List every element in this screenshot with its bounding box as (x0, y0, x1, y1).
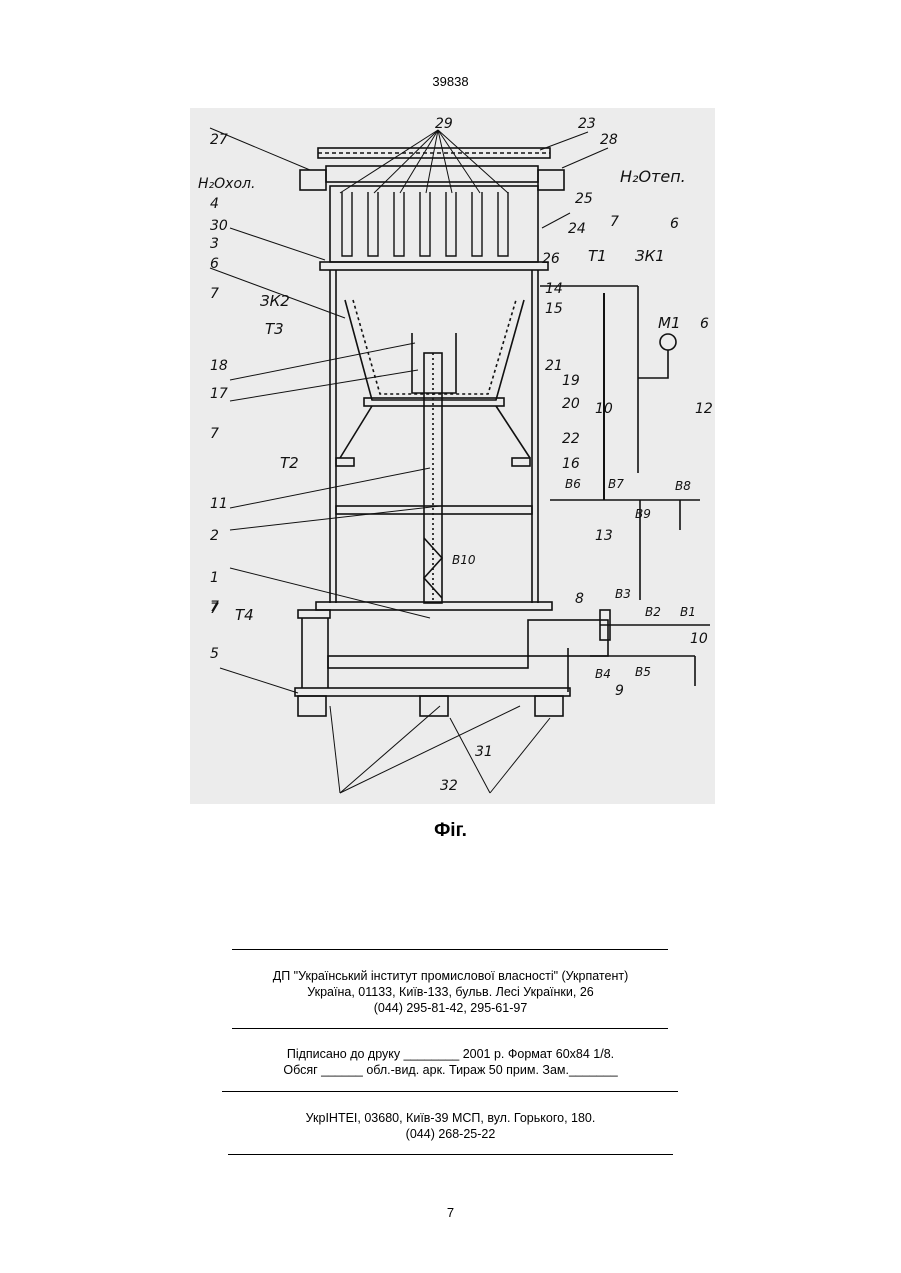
callout-22: 22 (562, 431, 580, 447)
inlet-label: H₂Oхол. (198, 176, 255, 192)
callout-6: 6 (700, 316, 709, 332)
valve-B5: B5 (635, 665, 651, 679)
valve-B7: B7 (608, 477, 624, 491)
valve-B2: B2 (645, 605, 661, 619)
valve-B3: B3 (615, 587, 631, 601)
divider (228, 1154, 673, 1155)
patent-drawing: 1234566677777891010111213141516171819202… (190, 108, 715, 804)
instrument-T4: T4 (235, 606, 254, 624)
callout-31: 31 (475, 744, 493, 760)
page-number-footer: 7 (0, 1205, 901, 1220)
callout-5: 5 (210, 646, 219, 662)
instrument-T2: T2 (280, 454, 299, 472)
callout-12: 12 (695, 401, 713, 417)
print-info-block: Підписано до друку ________ 2001 р. Форм… (0, 1046, 901, 1078)
callout-20: 20 (562, 396, 580, 412)
page-number-header: 39838 (0, 74, 901, 89)
callout-28: 28 (600, 132, 618, 148)
instrument-M1: M1 (658, 314, 681, 332)
callout-19: 19 (562, 373, 580, 389)
callout-24: 24 (568, 221, 586, 237)
figure-caption: Фіг. (0, 820, 901, 842)
publisher-block: ДП "Український інститут промислової вла… (0, 968, 901, 1016)
printer-address: УкрІНТЕІ, 03680, Київ-39 МСП, вул. Горьк… (0, 1110, 901, 1126)
divider (232, 1028, 668, 1029)
instrument-T1: T1 (588, 247, 607, 265)
callout-3: 3 (210, 236, 219, 252)
print-signed-line: Підписано до друку ________ 2001 р. Форм… (0, 1046, 901, 1062)
callout-6: 6 (670, 216, 679, 232)
callout-17: 17 (210, 386, 228, 402)
callout-26: 26 (542, 251, 560, 267)
callout-18: 18 (210, 358, 228, 374)
callout-11: 11 (210, 496, 228, 512)
callout-32: 32 (440, 778, 458, 794)
instrument-ЗК2: ЗК2 (260, 292, 290, 310)
callout-8: 8 (575, 591, 584, 607)
callout-23: 23 (578, 116, 596, 132)
printer-phone: (044) 268-25-22 (0, 1126, 901, 1142)
print-volume-line: Обсяг ______ обл.-вид. арк. Тираж 50 при… (0, 1062, 901, 1078)
callout-16: 16 (562, 456, 580, 472)
publisher-address: Україна, 01133, Київ-133, бульв. Лесі Ук… (0, 984, 901, 1000)
callout-7: 7 (210, 601, 219, 617)
callout-7: 7 (210, 426, 219, 442)
callout-2: 2 (210, 528, 219, 544)
valve-B8: B8 (675, 479, 691, 493)
divider (222, 1091, 678, 1092)
publisher-line: ДП "Український інститут промислової вла… (0, 968, 901, 984)
callout-6: 6 (210, 256, 219, 272)
callout-4: 4 (210, 196, 219, 212)
callout-30: 30 (210, 218, 228, 234)
callout-10: 10 (690, 631, 708, 647)
callout-7: 7 (210, 286, 219, 302)
callout-25: 25 (575, 191, 593, 207)
callout-10: 10 (595, 401, 613, 417)
callout-1: 1 (210, 570, 219, 586)
publisher-phone: (044) 295-81-42, 295-61-97 (0, 1000, 901, 1016)
valve-B6: B6 (565, 477, 581, 491)
valve-B4: B4 (595, 667, 611, 681)
valve-B1: B1 (680, 605, 696, 619)
valve-B10: B10 (452, 553, 476, 567)
divider (232, 949, 668, 950)
callout-7: 7 (610, 214, 619, 230)
callout-15: 15 (545, 301, 563, 317)
callout-9: 9 (615, 683, 624, 699)
instrument-ЗК1: ЗК1 (635, 247, 665, 265)
callout-21: 21 (545, 358, 563, 374)
callout-14: 14 (545, 281, 563, 297)
callout-27: 27 (210, 132, 228, 148)
callout-29: 29 (435, 116, 453, 132)
instrument-T3: T3 (265, 320, 284, 338)
printer-block: УкрІНТЕІ, 03680, Київ-39 МСП, вул. Горьк… (0, 1110, 901, 1142)
outlet-label: H₂Oтеп. (620, 167, 686, 186)
callout-13: 13 (595, 528, 613, 544)
valve-B9: B9 (635, 507, 651, 521)
